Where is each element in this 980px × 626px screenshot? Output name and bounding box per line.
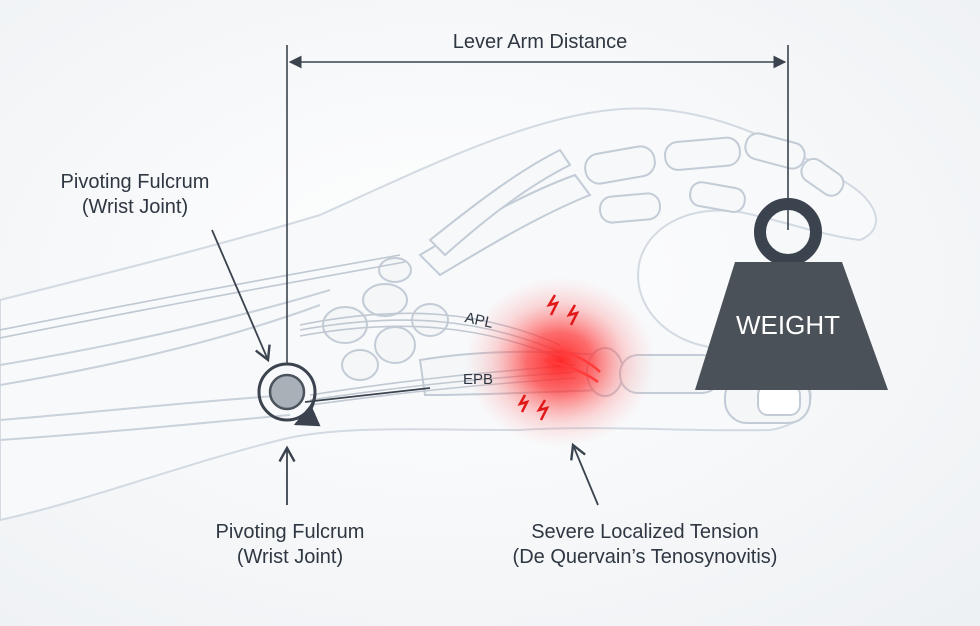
- lever-arm-label: Lever Arm Distance: [452, 31, 628, 53]
- tension-label: Severe Localized Tension (De Quervain’s …: [465, 520, 825, 570]
- weight-label: WEIGHT: [736, 310, 840, 340]
- fulcrum-left-label: Pivoting Fulcrum (Wrist Joint): [20, 170, 250, 220]
- fulcrum-icon: [257, 362, 321, 427]
- fulcrum-left-line1: Pivoting Fulcrum: [60, 171, 210, 193]
- fulcrum-bottom-label: Pivoting Fulcrum (Wrist Joint): [175, 520, 405, 570]
- pointer-arrows: [211, 229, 599, 506]
- fulcrum-bottom-line1: Pivoting Fulcrum: [215, 521, 365, 543]
- tension-lines: [517, 294, 601, 421]
- epb-label: EPB: [463, 371, 493, 388]
- finger-bones: [418, 132, 845, 277]
- fulcrum-left-line2: (Wrist Joint): [81, 196, 189, 218]
- inflammation-glow: [465, 277, 655, 447]
- tension-line2: (De Quervain’s Tenosynovitis): [512, 546, 778, 568]
- tension-line1: Severe Localized Tension: [531, 521, 759, 543]
- forearm-bones: [0, 289, 331, 441]
- weight-icon: [695, 198, 888, 390]
- apl-label: APL: [463, 309, 494, 332]
- fulcrum-bottom-line2: (Wrist Joint): [236, 546, 344, 568]
